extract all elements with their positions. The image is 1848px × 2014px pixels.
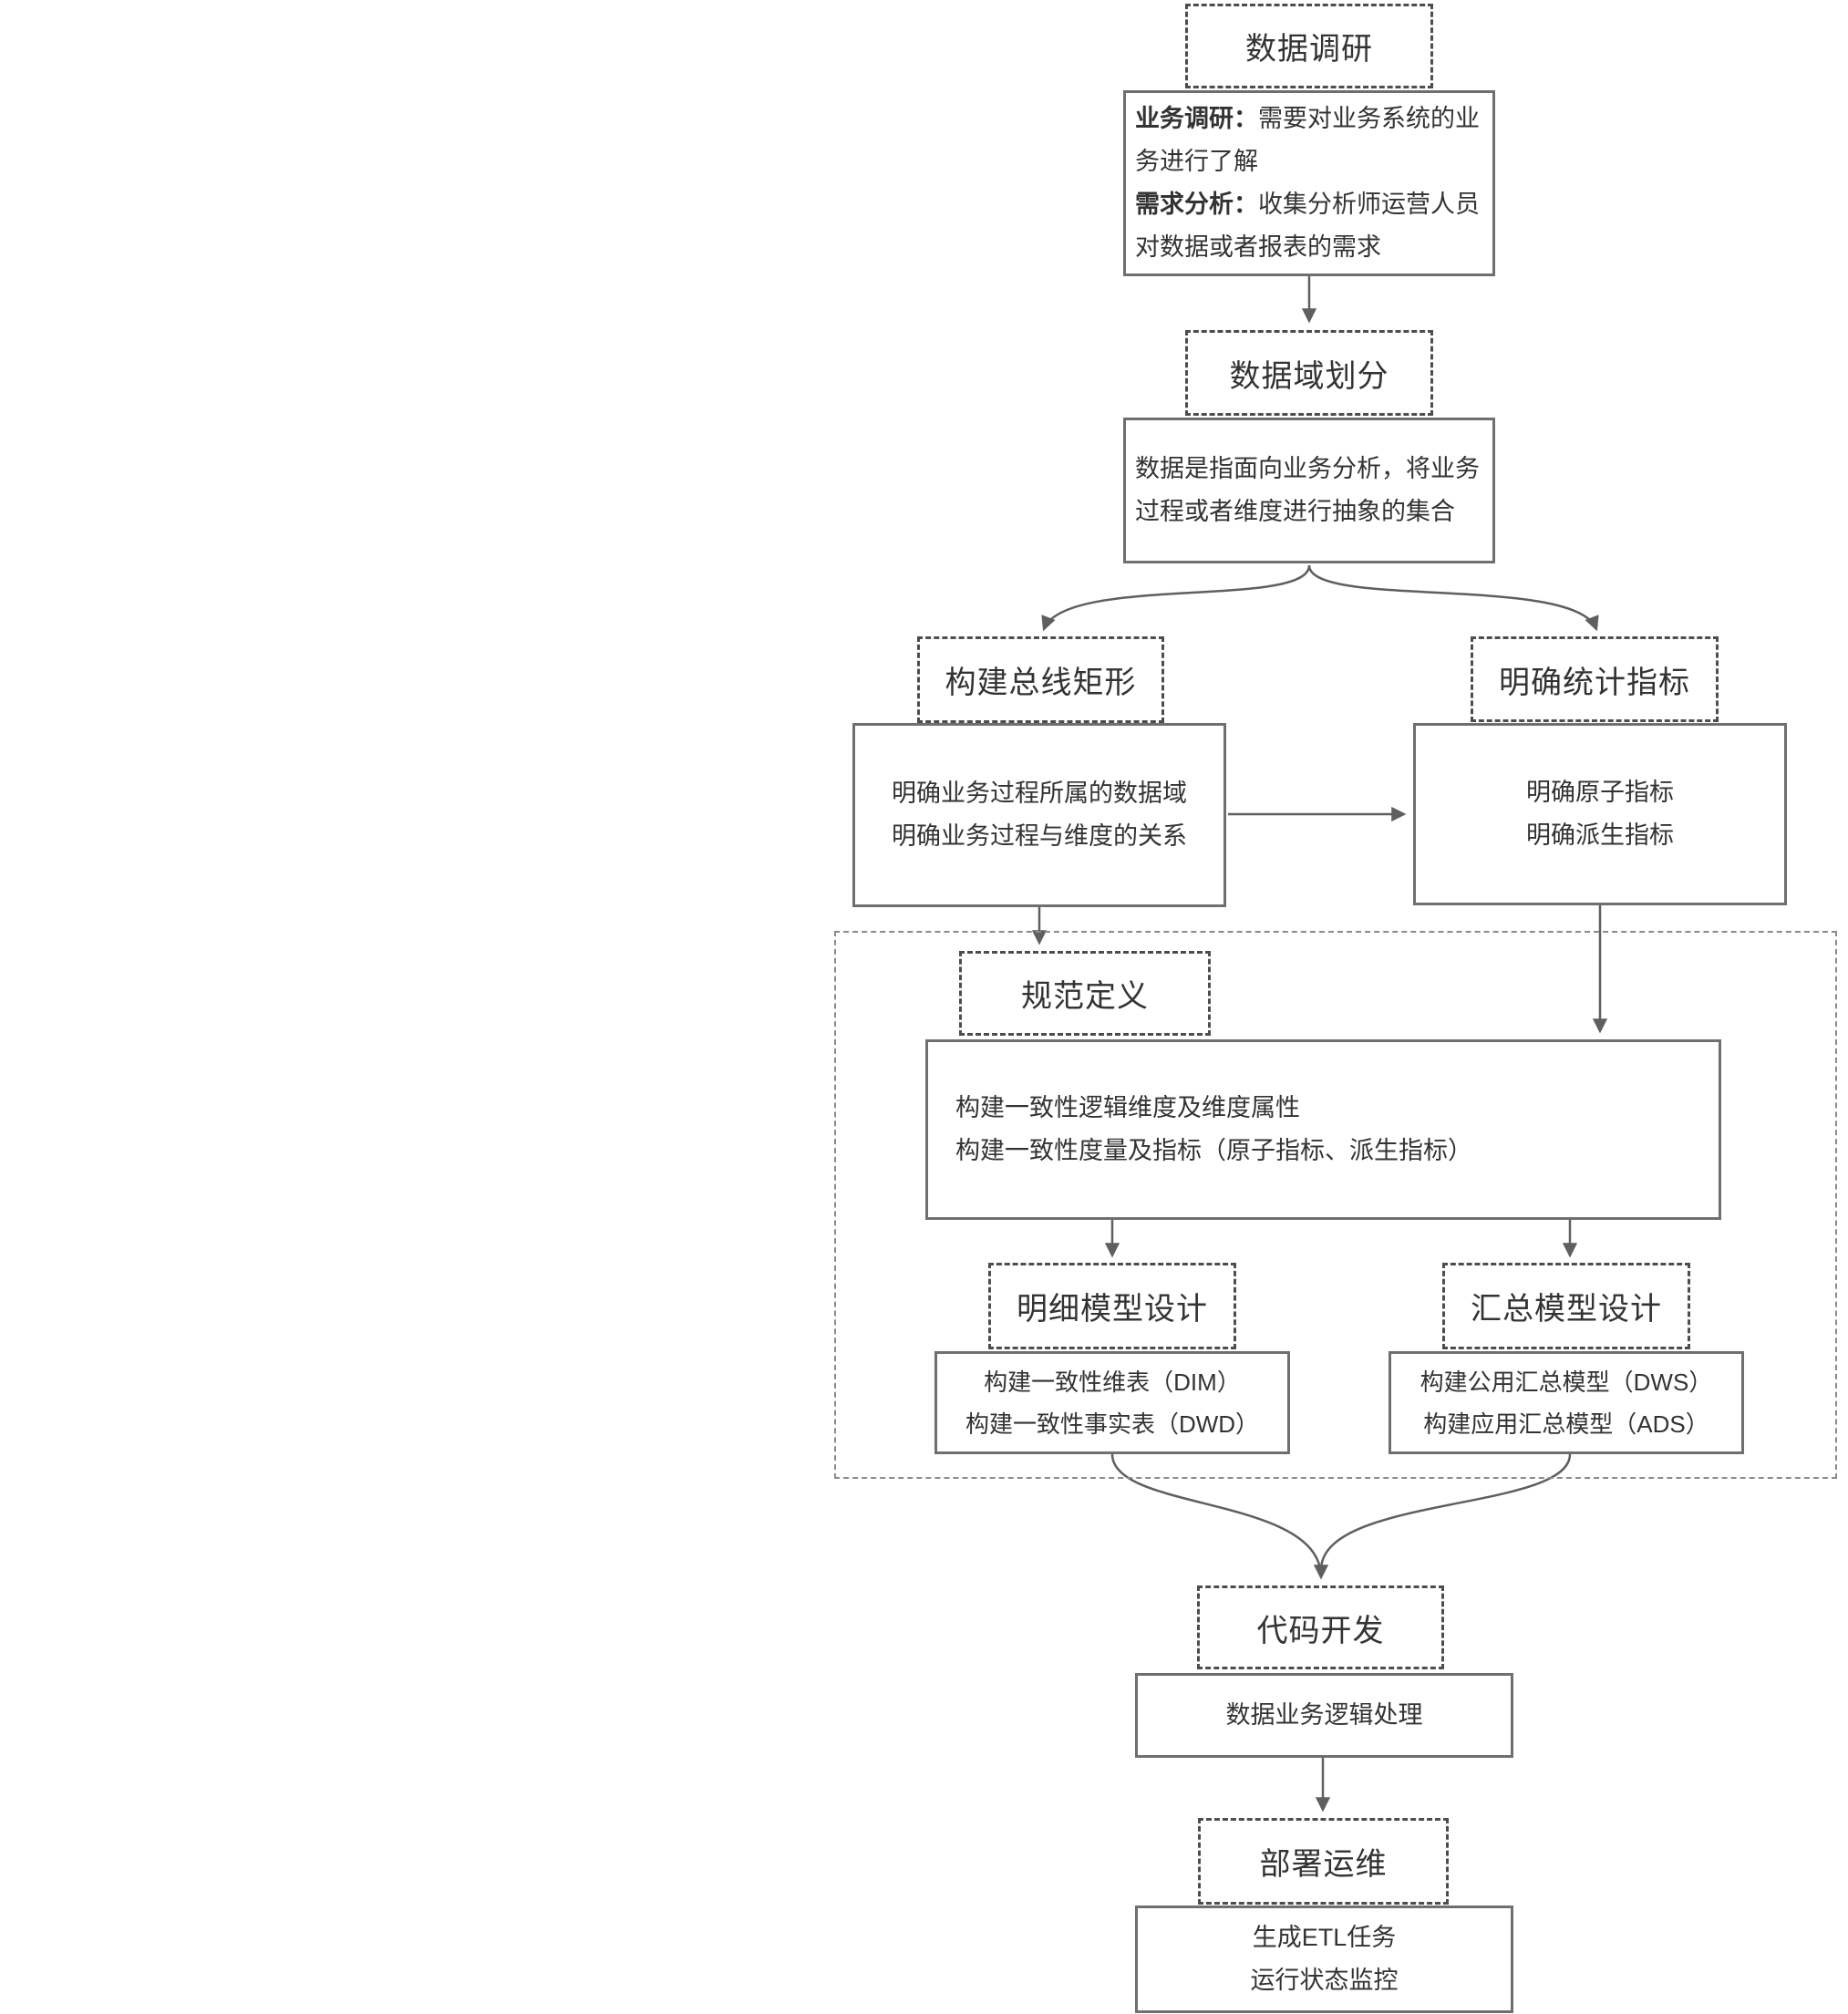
body-line: 生成ETL任务 [1252, 1924, 1397, 1951]
stage-summary-model: 汇总模型设计 [1442, 1263, 1690, 1349]
stage-code-development: 代码开发 [1197, 1585, 1444, 1669]
body-line: 明确派生指标 [1526, 821, 1674, 849]
stage-deploy-ops-title: 部署运维 [1259, 1847, 1388, 1882]
box-spec-definition-detail: 构建一致性逻辑维度及维度属性 构建一致性度量及指标（原子指标、派生指标） [925, 1039, 1721, 1220]
stage-bus-matrix: 构建总线矩形 [917, 636, 1164, 723]
body-line: 明确业务过程所属的数据域 [892, 780, 1187, 807]
connector-domain-to-metrics [1307, 564, 1599, 632]
connector-domain-to-busmatrix [1041, 564, 1311, 632]
box-code-development-detail: 数据业务逻辑处理 [1135, 1673, 1513, 1758]
box-bus-matrix-detail: 明确业务过程所属的数据域 明确业务过程与维度的关系 [852, 723, 1226, 907]
body-line: 构建一致性度量及指标（原子指标、派生指标） [955, 1137, 1472, 1164]
box-deploy-ops-detail: 生成ETL任务 运行状态监控 [1135, 1906, 1513, 2013]
stage-spec-definition-title: 规范定义 [1021, 979, 1149, 1014]
stage-data-domain: 数据域划分 [1185, 330, 1433, 416]
box-summary-model-detail: 构建公用汇总模型（DWS） 构建应用汇总模型（ADS） [1389, 1351, 1744, 1454]
body-line: 需求分析：收集分析师运营人员 [1135, 191, 1480, 218]
stage-statistical-metrics: 明确统计指标 [1471, 636, 1719, 722]
body-line: 务进行了解 [1135, 148, 1258, 175]
stage-statistical-metrics-title: 明确统计指标 [1499, 665, 1690, 700]
body-line: 构建一致性维表（DIM） [984, 1368, 1241, 1396]
body-line: 业务调研：需要对业务系统的业 [1135, 105, 1480, 132]
stage-data-survey: 数据调研 [1185, 4, 1433, 88]
body-line: 明确原子指标 [1526, 779, 1674, 806]
spec-definition-container [834, 931, 1837, 1479]
body-line: 构建应用汇总模型（ADS） [1423, 1410, 1709, 1438]
body-line: 数据业务逻辑处理 [1225, 1701, 1423, 1729]
stage-code-development-title: 代码开发 [1256, 1613, 1385, 1648]
body-line: 明确业务过程与维度的关系 [892, 822, 1187, 850]
body-line: 运行状态监控 [1250, 1967, 1399, 1994]
box-data-domain-detail: 数据是指面向业务分析，将业务 过程或者维度进行抽象的集合 [1123, 418, 1495, 563]
body-line: 构建一致性事实表（DWD） [965, 1410, 1260, 1438]
body-line: 过程或者维度进行抽象的集合 [1135, 498, 1455, 525]
body-line: 构建一致性逻辑维度及维度属性 [955, 1094, 1300, 1121]
box-data-survey-detail: 业务调研：需要对业务系统的业 务进行了解 需求分析：收集分析师运营人员 对数据或… [1123, 90, 1495, 276]
stage-data-domain-title: 数据域划分 [1229, 358, 1389, 394]
body-line: 数据是指面向业务分析，将业务 [1135, 455, 1480, 482]
stage-detail-model-title: 明细模型设计 [1017, 1292, 1208, 1327]
box-detail-model-detail: 构建一致性维表（DIM） 构建一致性事实表（DWD） [934, 1351, 1290, 1454]
stage-spec-definition: 规范定义 [959, 951, 1211, 1036]
body-line: 对数据或者报表的需求 [1135, 233, 1381, 261]
stage-data-survey-title: 数据调研 [1245, 32, 1373, 67]
box-statistical-metrics-detail: 明确原子指标 明确派生指标 [1413, 723, 1787, 905]
stage-summary-model-title: 汇总模型设计 [1471, 1292, 1662, 1327]
stage-bus-matrix-title: 构建总线矩形 [945, 666, 1137, 700]
body-line: 构建公用汇总模型（DWS） [1420, 1368, 1713, 1396]
stage-detail-model: 明细模型设计 [988, 1263, 1236, 1349]
stage-deploy-ops: 部署运维 [1198, 1818, 1449, 1905]
